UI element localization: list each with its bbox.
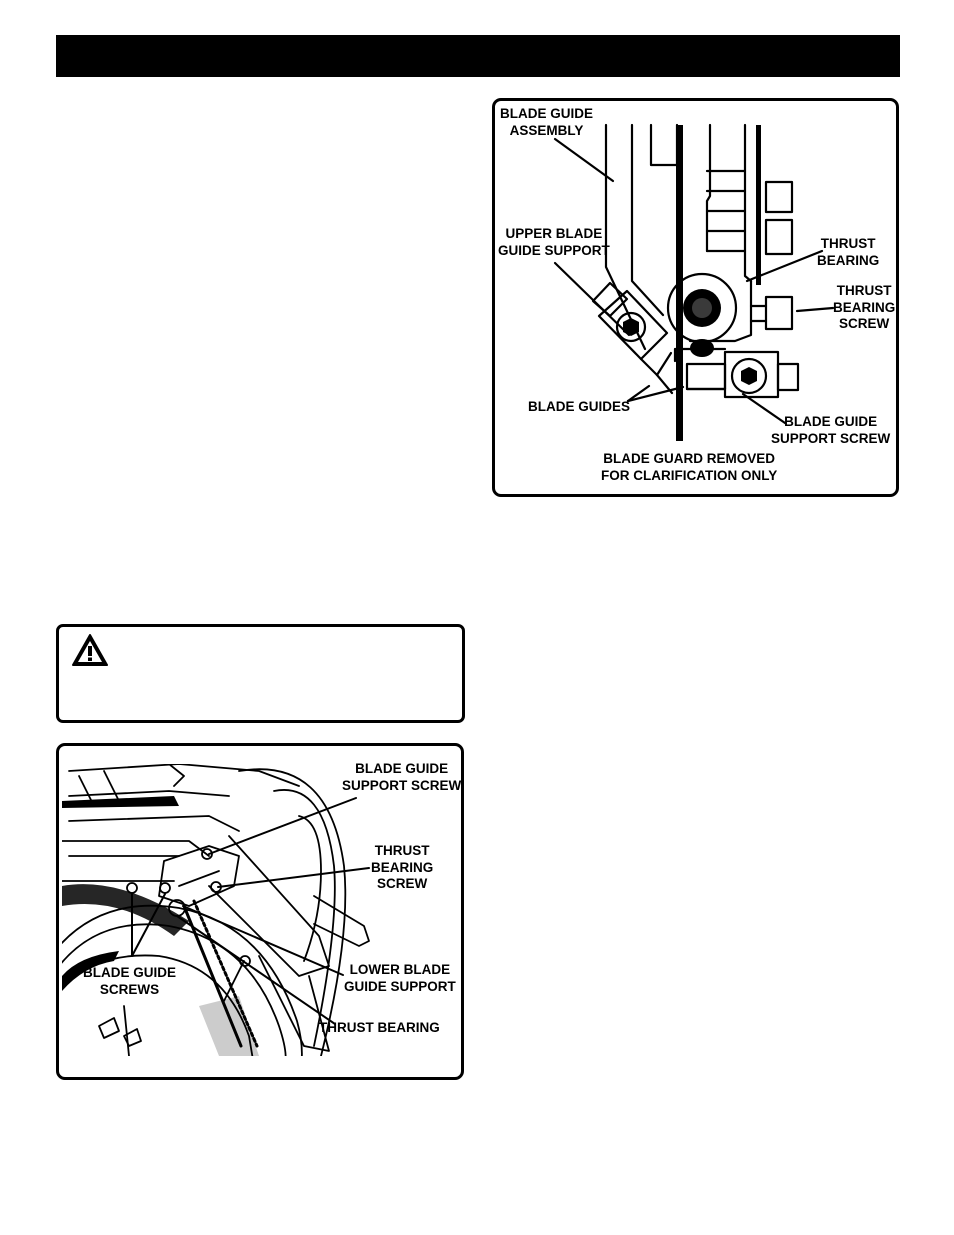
- figure-blade-guide-assembly: BLADE GUIDE ASSEMBLY UPPER BLADE GUIDE S…: [492, 98, 899, 497]
- blade-guide-illustration: [553, 123, 835, 441]
- label-blade-guides: BLADE GUIDES: [528, 399, 631, 414]
- label-thrust-bearing: THRUST BEARING: [817, 236, 880, 268]
- label-thrust-bearing-screw: THRUST BEARING SCREW: [833, 283, 896, 331]
- label-blade-guard-removed: BLADE GUARD REMOVED FOR CLARIFICATION ON…: [601, 451, 778, 483]
- label-blade-guide-assembly: BLADE GUIDE ASSEMBLY: [500, 106, 594, 138]
- figure-lower-blade-guide: BLADE GUIDE SUPPORT SCREW THRUST BEARING…: [56, 743, 464, 1080]
- label-blade-guide-support-screw-lower: BLADE GUIDE SUPPORT SCREW: [342, 761, 462, 793]
- lower-blade-guide-photo: [62, 764, 370, 1056]
- header-bar: [56, 35, 900, 77]
- label-thrust-bearing-screw-lower: THRUST BEARING SCREW: [371, 843, 434, 891]
- warning-triangle-icon: [72, 634, 108, 666]
- warning-box: [56, 624, 465, 723]
- label-blade-guide-screws: BLADE GUIDE SCREWS: [83, 965, 177, 997]
- label-thrust-bearing-lower: THRUST BEARING: [319, 1020, 440, 1035]
- label-blade-guide-support-screw: BLADE GUIDE SUPPORT SCREW: [771, 414, 891, 446]
- label-lower-blade-guide-support: LOWER BLADE GUIDE SUPPORT: [344, 962, 456, 994]
- label-upper-blade-guide-support: UPPER BLADE GUIDE SUPPORT: [498, 226, 610, 258]
